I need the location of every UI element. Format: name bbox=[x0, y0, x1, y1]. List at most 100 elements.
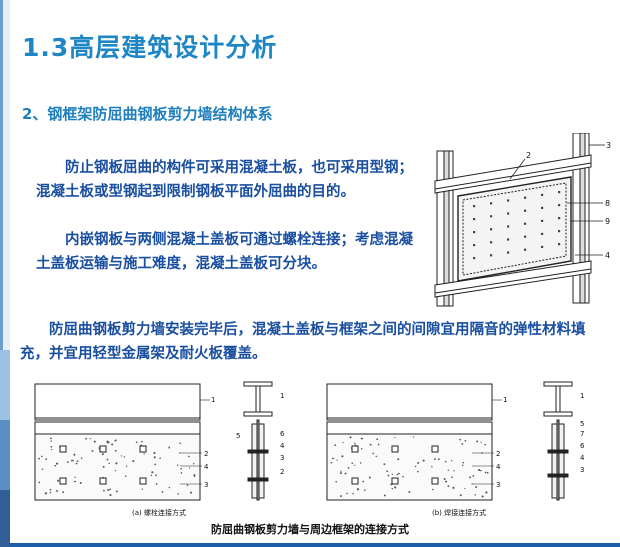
bolt-mark bbox=[541, 206, 544, 209]
concrete-speck bbox=[50, 437, 52, 440]
detail-label: 1 bbox=[280, 392, 284, 400]
detail-label: 4 bbox=[580, 454, 585, 462]
concrete-speck bbox=[431, 465, 433, 468]
concrete-speck bbox=[188, 455, 190, 458]
concrete-speck bbox=[124, 475, 127, 477]
concrete-speck bbox=[186, 484, 189, 486]
concrete-speck bbox=[459, 438, 462, 441]
concrete-speck bbox=[108, 462, 110, 465]
concrete-speck bbox=[153, 456, 156, 459]
concrete-speck bbox=[397, 472, 400, 475]
concrete-speck bbox=[168, 446, 170, 449]
concrete-speck bbox=[354, 442, 356, 444]
concrete-speck bbox=[344, 472, 347, 475]
bolt-mark bbox=[99, 445, 107, 453]
concrete-speck bbox=[108, 441, 110, 444]
detail-label: 5 bbox=[580, 420, 584, 428]
concrete-speck bbox=[38, 481, 41, 484]
concrete-speck bbox=[480, 469, 482, 472]
bolt-mark bbox=[473, 205, 476, 208]
concrete-speck bbox=[67, 461, 69, 464]
concrete-speck bbox=[480, 441, 482, 443]
concrete-speck bbox=[85, 437, 87, 440]
concrete-speck bbox=[461, 442, 464, 445]
concrete-speck bbox=[176, 464, 179, 466]
concrete-speck bbox=[76, 460, 79, 462]
concrete-speck bbox=[391, 488, 394, 490]
concrete-speck bbox=[359, 462, 362, 464]
concrete-speck bbox=[72, 459, 74, 462]
concrete-speck bbox=[451, 459, 453, 462]
detail-label: 4 bbox=[496, 463, 501, 471]
bolt-mark bbox=[473, 218, 476, 221]
concrete-speck bbox=[469, 476, 472, 479]
bolt-mark bbox=[507, 212, 510, 215]
concrete-speck bbox=[71, 459, 73, 462]
detail-b-section: 1 5 7 6 4 3 bbox=[543, 381, 585, 501]
bolt-mark bbox=[524, 222, 527, 225]
concrete-speck bbox=[330, 461, 333, 464]
concrete-speck bbox=[340, 470, 342, 472]
concrete-speck bbox=[346, 492, 348, 495]
concrete-speck bbox=[474, 494, 477, 496]
concrete-speck bbox=[464, 487, 466, 490]
concrete-speck bbox=[334, 444, 337, 446]
paragraph-bolted-connection: 内嵌钢板与两侧混凝土盖板可通过螺栓连接；考虑混凝土盖板运输与施工难度，混凝土盖板… bbox=[36, 232, 413, 272]
detail-label: 3 bbox=[204, 481, 208, 489]
concrete-speck bbox=[45, 458, 48, 460]
concrete-speck bbox=[462, 464, 464, 467]
bolt-mark bbox=[541, 232, 544, 235]
concrete-speck bbox=[451, 476, 453, 478]
concrete-speck bbox=[396, 474, 398, 476]
concrete-speck bbox=[80, 457, 83, 459]
bolt-mark bbox=[541, 219, 544, 222]
detail-label: 4 bbox=[204, 463, 209, 471]
detail-label: 4 bbox=[280, 442, 285, 450]
detail-a-elevation: 1 2 4 3 bbox=[34, 383, 215, 501]
bolt-mark bbox=[524, 196, 527, 199]
concrete-speck bbox=[56, 462, 59, 465]
frame-label: 9 bbox=[605, 217, 610, 226]
bolt-mark bbox=[473, 231, 476, 234]
frame-label: 4 bbox=[605, 251, 610, 260]
concrete-speck bbox=[391, 473, 393, 476]
concrete-speck bbox=[101, 453, 104, 456]
concrete-speck bbox=[432, 488, 434, 491]
concrete-speck bbox=[445, 480, 448, 483]
bolt-mark bbox=[558, 230, 561, 233]
bolt-mark bbox=[558, 243, 561, 246]
detail-label: 1 bbox=[503, 396, 507, 404]
concrete-speck bbox=[422, 459, 425, 462]
concrete-speck bbox=[417, 470, 419, 473]
concrete-speck bbox=[114, 469, 117, 472]
bolt-mark bbox=[59, 477, 67, 485]
concrete-speck bbox=[349, 436, 352, 439]
concrete-speck bbox=[476, 440, 479, 443]
concrete-speck bbox=[402, 475, 404, 478]
concrete-speck bbox=[486, 471, 489, 474]
concrete-speck bbox=[377, 443, 380, 446]
concrete-speck bbox=[50, 448, 53, 451]
detail-a-caption: (a) 螺栓连接方式 bbox=[132, 509, 186, 517]
concrete-speck bbox=[478, 469, 481, 472]
concrete-speck bbox=[188, 467, 191, 469]
concrete-speck bbox=[387, 474, 390, 477]
concrete-speck bbox=[106, 458, 109, 461]
concrete-speck bbox=[369, 443, 372, 446]
concrete-speck bbox=[177, 493, 179, 495]
concrete-speck bbox=[472, 475, 475, 477]
concrete-speck bbox=[417, 461, 420, 464]
concrete-speck bbox=[159, 457, 161, 459]
detail-label: 6 bbox=[580, 442, 585, 450]
concrete-speck bbox=[180, 472, 183, 474]
concrete-hatch bbox=[38, 437, 196, 497]
concrete-speck bbox=[102, 465, 105, 468]
concrete-speck bbox=[93, 440, 96, 443]
concrete-speck bbox=[161, 491, 164, 493]
concrete-speck bbox=[150, 474, 153, 477]
concrete-speck bbox=[481, 495, 484, 498]
concrete-speck bbox=[151, 471, 154, 474]
concrete-speck bbox=[74, 476, 76, 478]
concrete-speck bbox=[75, 462, 78, 465]
